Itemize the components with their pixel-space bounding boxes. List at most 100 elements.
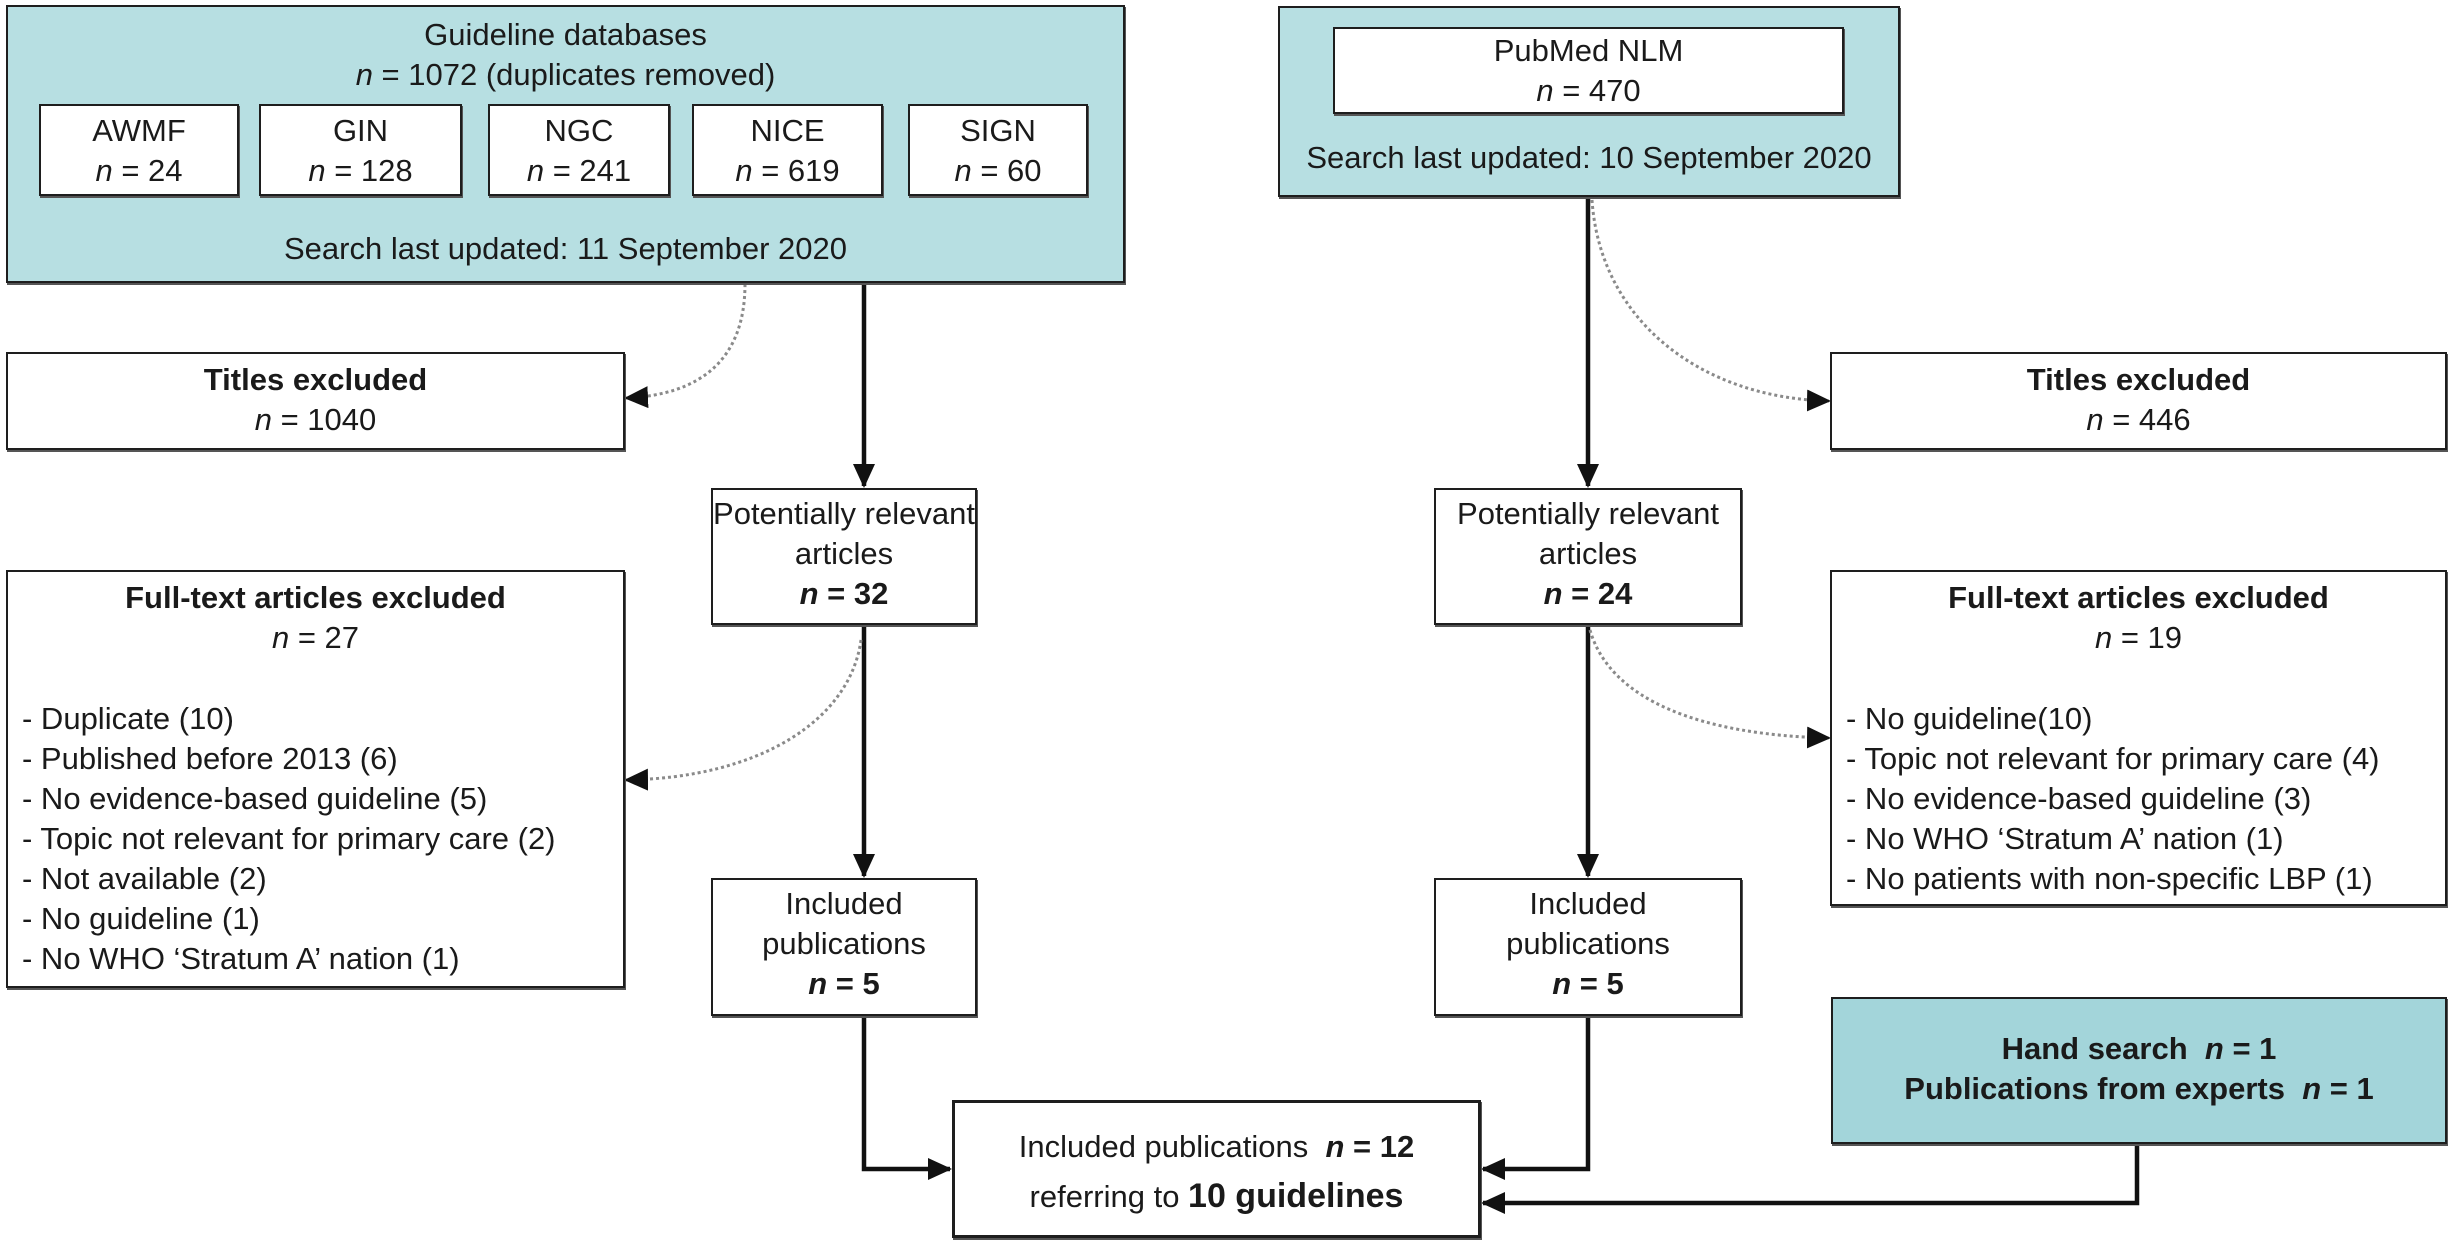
pubmed-inner-box: PubMed NLM n = 470 <box>1333 27 1844 114</box>
exclusion-reason: - No WHO ‘Stratum A’ nation (1) <box>1846 821 2284 856</box>
count-value: = 241 <box>544 153 632 188</box>
titles-excluded-count: n = 1040 <box>8 400 623 440</box>
fulltext-excluded-label: Full-text articles excluded <box>1948 580 2329 615</box>
n-symbol: n <box>799 576 819 611</box>
included-publications-right-box: Included publications n = 5 <box>1434 878 1742 1016</box>
guideline-search-date: Search last updated: 11 September 2020 <box>284 231 847 266</box>
n-symbol: n <box>808 966 828 1001</box>
source-box-sign: SIGN n = 60 <box>908 104 1088 196</box>
source-name: NGC <box>544 113 614 148</box>
included-count: n = 5 <box>713 964 975 1004</box>
exclusion-reasons-list: - No guideline(10) - Topic not relevant … <box>1832 699 2445 899</box>
fulltext-excluded-count: n = 19 <box>1832 618 2445 658</box>
source-box-ngc: NGC n = 241 <box>488 104 670 196</box>
fulltext-excluded-count: n = 27 <box>8 618 623 658</box>
n-symbol: n <box>1325 1129 1345 1164</box>
count-value: = 1 <box>2223 1031 2277 1066</box>
pubmed-count: n = 470 <box>1335 71 1842 111</box>
count-value: = 27 <box>289 620 360 655</box>
dotted-arrow-to-fulltext-excluded-left <box>624 639 863 791</box>
n-symbol: n <box>355 57 373 92</box>
source-name: NICE <box>750 113 825 148</box>
final-included-box: Included publications n = 12 referring t… <box>952 1100 1481 1238</box>
count-value: = 128 <box>325 153 413 188</box>
source-count: n = 128 <box>261 151 460 191</box>
expert-publications-line: Publications from experts n = 1 <box>1833 1069 2445 1109</box>
n-symbol: n <box>2086 402 2104 437</box>
exclusion-reason: - No patients with non-specific LBP (1) <box>1846 861 2373 896</box>
source-count: n = 60 <box>910 151 1086 191</box>
titles-excluded-label: Titles excluded <box>2026 362 2251 397</box>
potentially-relevant-left-box: Potentially relevant articles n = 32 <box>711 488 977 625</box>
potentially-relevant-count: n = 24 <box>1436 574 1740 614</box>
final-guidelines-count: 10 guidelines <box>1188 1177 1404 1215</box>
exclusion-reason: - No evidence-based guideline (3) <box>1846 781 2312 816</box>
n-symbol: n <box>271 620 290 655</box>
fulltext-excluded-right-box: Full-text articles excluded n = 19 - No … <box>1830 570 2447 906</box>
arrow-included-left-to-final <box>861 1016 952 1180</box>
count-value: = 470 <box>1553 73 1641 108</box>
count-value: = 24 <box>1562 576 1633 611</box>
fulltext-excluded-label: Full-text articles excluded <box>125 580 506 615</box>
count-value: = 60 <box>971 153 1042 188</box>
potentially-relevant-line2: articles <box>1538 536 1638 571</box>
included-count: n = 5 <box>1436 964 1740 1004</box>
n-symbol: n <box>2094 620 2113 655</box>
count-value: = 24 <box>112 153 183 188</box>
source-box-gin: GIN n = 128 <box>259 104 462 196</box>
n-symbol: n <box>95 153 113 188</box>
dotted-arrow-to-fulltext-excluded-right <box>1588 629 1831 749</box>
count-value: = 5 <box>1571 966 1624 1001</box>
final-included-line: Included publications n = 12 <box>955 1119 1478 1175</box>
included-line2: publications <box>762 926 926 961</box>
n-symbol: n <box>526 153 545 188</box>
exclusion-reason: - No evidence-based guideline (5) <box>22 781 488 816</box>
count-value: = 19 <box>2112 620 2183 655</box>
exclusion-reason: - Published before 2013 (6) <box>22 741 398 776</box>
titles-excluded-count: n = 446 <box>1832 400 2445 440</box>
n-symbol: n <box>954 153 972 188</box>
n-symbol: n <box>2204 1031 2224 1066</box>
titles-excluded-left-box: Titles excluded n = 1040 <box>6 352 625 450</box>
exclusion-reason: - Not available (2) <box>22 861 267 896</box>
titles-excluded-right-box: Titles excluded n = 446 <box>1830 352 2447 450</box>
final-included-label: Included publications <box>1018 1129 1326 1164</box>
count-value: = 32 <box>818 576 889 611</box>
n-symbol: n <box>735 153 753 188</box>
count-value: = 619 <box>752 153 840 188</box>
hand-search-box: Hand search n = 1 Publications from expe… <box>1831 997 2447 1144</box>
n-symbol: n <box>1543 576 1563 611</box>
hand-search-line: Hand search n = 1 <box>1833 1029 2445 1069</box>
source-count: n = 24 <box>41 151 237 191</box>
source-count: n = 619 <box>694 151 881 191</box>
count-value: = 5 <box>827 966 880 1001</box>
included-publications-left-box: Included publications n = 5 <box>711 878 977 1016</box>
exclusion-reason: - No guideline (1) <box>22 901 260 936</box>
exclusion-reasons-list: - Duplicate (10) - Published before 2013… <box>8 699 623 979</box>
exclusion-reason: - Topic not relevant for primary care (2… <box>22 821 556 856</box>
potentially-relevant-right-box: Potentially relevant articles n = 24 <box>1434 488 1742 625</box>
source-name: SIGN <box>960 113 1036 148</box>
dotted-arrow-to-titles-excluded-left <box>624 283 747 409</box>
count-value: = 1 <box>2321 1071 2374 1106</box>
source-box-nice: NICE n = 619 <box>692 104 883 196</box>
exclusion-reason: - Duplicate (10) <box>22 701 234 736</box>
n-symbol: n <box>1552 966 1572 1001</box>
n-symbol: n <box>254 402 272 437</box>
n-symbol: n <box>1536 73 1554 108</box>
source-box-awmf: AWMF n = 24 <box>39 104 239 196</box>
exclusion-reason: - No WHO ‘Stratum A’ nation (1) <box>22 941 460 976</box>
source-name: GIN <box>332 113 389 148</box>
potentially-relevant-line2: articles <box>794 536 894 571</box>
guideline-databases-count: n = 1072 (duplicates removed) <box>8 55 1123 95</box>
expert-publications-label: Publications from experts <box>1904 1071 2303 1106</box>
exclusion-reason: - No guideline(10) <box>1846 701 2093 736</box>
guideline-databases-title: Guideline databases <box>424 17 707 52</box>
pubmed-title: PubMed NLM <box>1493 33 1684 68</box>
count-value: = 446 <box>2103 402 2191 437</box>
fulltext-excluded-left-box: Full-text articles excluded n = 27 - Dup… <box>6 570 625 988</box>
included-line2: publications <box>1506 926 1670 961</box>
potentially-relevant-line1: Potentially relevant <box>1457 496 1719 531</box>
dotted-arrow-to-titles-excluded-right <box>1590 199 1831 412</box>
potentially-relevant-line1: Potentially relevant <box>713 496 975 531</box>
